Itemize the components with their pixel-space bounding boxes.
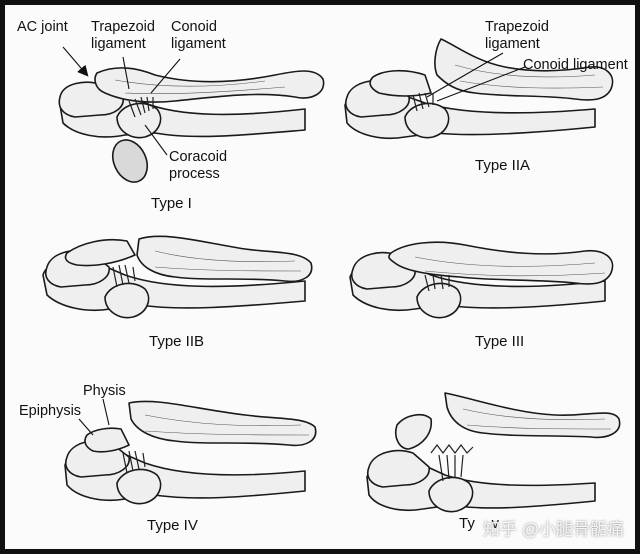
distal-fragment-shape [369, 69, 432, 97]
ligament-strands [412, 92, 434, 112]
clavicle-shape [388, 241, 614, 285]
panel-type-4 [64, 398, 317, 505]
ligament-strands [424, 274, 450, 292]
physis-leader [102, 398, 110, 426]
clavicle-shading [454, 64, 604, 89]
ligament-strands [112, 264, 136, 288]
coracoid-shape [428, 476, 474, 513]
distal-fragment-shape [394, 413, 433, 450]
label-coracoid-process: Coracoid process [169, 149, 228, 182]
panel-type-3 [349, 241, 614, 319]
clavicle-shape [444, 392, 621, 439]
ac-joint-arrow [62, 46, 89, 77]
coracoid-shape [116, 102, 162, 139]
ligament-strands [438, 454, 464, 482]
coracoid-shape [416, 282, 462, 319]
clavicle-shape [94, 67, 325, 103]
label-ac-joint: AC joint [17, 19, 68, 35]
conoid-leader [436, 66, 526, 102]
watermark-text: 知乎 @小腿骨骺痛 [483, 520, 624, 539]
clavicle-shape [136, 235, 313, 283]
epiphysis-leader [78, 418, 94, 436]
trapezoid-leader [122, 56, 130, 90]
label-conoid-ligament: Conoid ligament [523, 57, 628, 73]
ligament-strands [128, 96, 154, 118]
panel-type-2b [42, 235, 313, 319]
label-epiphysis: Epiphysis [19, 403, 82, 419]
coracoid-shape [116, 468, 162, 505]
clavicle-shading [154, 250, 302, 272]
panel-type-5 [366, 392, 621, 513]
label-conoid-ligament: Conoid ligament [171, 19, 226, 52]
caption-type-1: Type I [151, 195, 192, 212]
distal-fragment-shape [64, 238, 136, 267]
ligament-strands [122, 450, 146, 474]
caption-type-3: Type III [475, 333, 525, 350]
panel-type-2a [344, 38, 614, 140]
clavicle-shading [144, 414, 310, 436]
illustration-canvas [42, 38, 621, 513]
caption-type-5: Ty v [459, 515, 500, 532]
clavicle-shading [462, 408, 612, 430]
coracoid-shape [404, 102, 450, 139]
clavicle-shading [414, 256, 606, 277]
coracoid-leader [144, 124, 168, 156]
label-trapezoid-ligament: Trapezoid ligament [485, 19, 549, 52]
glenoid-shape [111, 139, 149, 183]
caption-type-2a: Type IIA [475, 157, 531, 174]
torn-ligament-edge [430, 444, 474, 454]
trapezoid-leader [426, 52, 504, 98]
epiphysis-shape [84, 427, 130, 453]
caption-type-4: Type IV [147, 517, 198, 534]
label-trapezoid-ligament: Trapezoid ligament [91, 19, 155, 52]
acromion-shape [367, 449, 430, 488]
panel-type-1 [58, 46, 325, 183]
caption-type-2b: Type IIB [149, 333, 205, 350]
conoid-leader [150, 58, 181, 94]
label-physis: Physis [83, 383, 126, 399]
clavicle-shading [114, 79, 286, 95]
coracoid-shape [104, 282, 150, 319]
clavicle-shape [128, 400, 317, 447]
